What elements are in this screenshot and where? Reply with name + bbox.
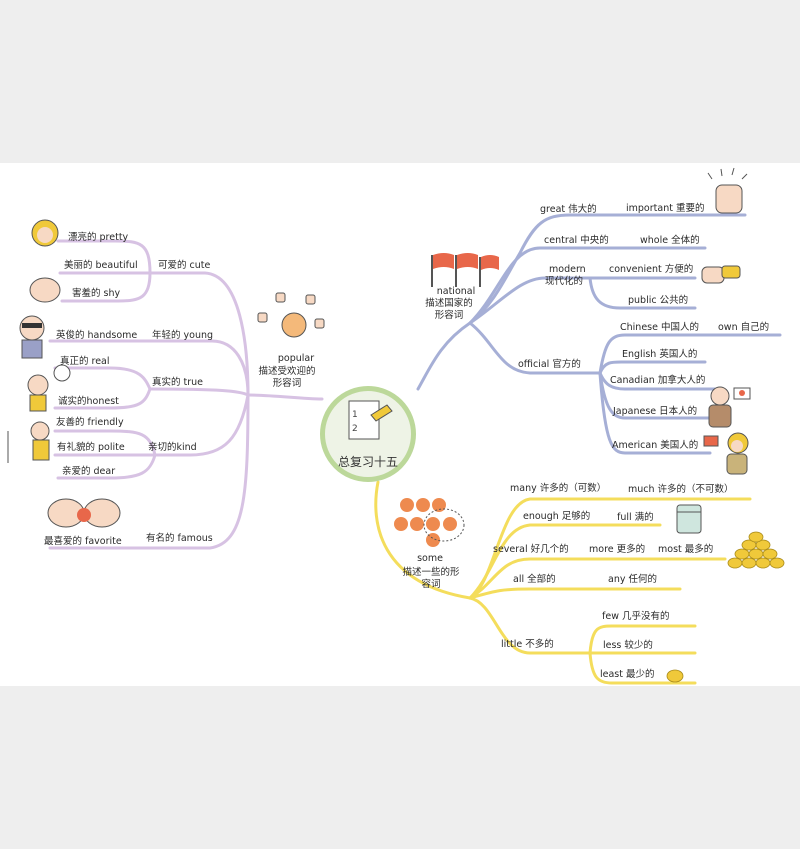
- word-honest: 诚实的honest: [58, 396, 119, 407]
- word-more: more 更多的: [589, 544, 646, 555]
- oranges-icon: [394, 498, 465, 547]
- fist-icon: [707, 167, 748, 214]
- some-sub: 描述一些的形容词: [402, 567, 460, 590]
- word-friendly: 友善的 friendly: [56, 417, 124, 428]
- word-canadian: Canadian 加拿大人的: [610, 375, 706, 386]
- word-japanese: Japanese 日本人的: [613, 406, 698, 417]
- word-all: all 全部的: [513, 574, 556, 585]
- national-label: national: [436, 286, 476, 297]
- word-much: much 许多的（不可数）: [628, 484, 734, 495]
- some-label: some: [417, 553, 443, 564]
- mind-map-panel: 1 2 总复习十五 popular 描述受欢迎的形容词 national 描述国…: [0, 163, 800, 686]
- word-young: 年轻的 young: [152, 330, 214, 341]
- checklist-icon: 1 2: [348, 400, 393, 440]
- word-most: most 最多的: [658, 544, 714, 555]
- word-chinese: Chinese 中国人的: [620, 322, 699, 333]
- honest-boy-icon: [27, 364, 71, 412]
- word-kind: 亲切的kind: [148, 442, 197, 453]
- word-handsome: 英俊的 handsome: [56, 330, 138, 341]
- polite-man-icon: [7, 421, 50, 463]
- national-sub: 描述国家的形容词: [425, 298, 473, 321]
- word-pretty: 漂亮的 pretty: [68, 232, 129, 243]
- svg-text:1: 1: [352, 410, 358, 420]
- coin-small-icon: [666, 669, 684, 683]
- clapping-hands-icon: [257, 292, 325, 338]
- word-dear: 亲爱的 dear: [62, 466, 116, 477]
- word-favorite: 最喜爱的 favorite: [44, 536, 122, 547]
- popular-label: popular: [277, 353, 315, 364]
- word-modern: modern: [549, 264, 586, 275]
- center-title: 总复习十五: [337, 455, 398, 469]
- yellow-trunk: [374, 480, 472, 600]
- word-great: great 伟大的: [540, 204, 597, 215]
- branch-lines: [7, 167, 785, 685]
- japanese-man-icon: [708, 386, 751, 428]
- word-cute: 可爱的 cute: [158, 260, 211, 271]
- word-many: many 许多的（可数）: [510, 483, 607, 494]
- center-node: 1 2 总复习十五: [320, 386, 416, 482]
- pretty-girl-icon: [31, 219, 59, 247]
- handsome-man-icon: [19, 315, 45, 359]
- word-real: 真正的 real: [60, 356, 110, 367]
- american-woman-icon: [703, 432, 749, 475]
- popular-sub: 描述受欢迎的形容词: [258, 366, 316, 389]
- word-full: full 满的: [617, 512, 654, 523]
- word-few: few 几乎没有的: [602, 611, 670, 622]
- word-less: less 较少的: [603, 640, 653, 651]
- word-several: several 好几个的: [493, 544, 569, 555]
- word-english: English 英国人的: [622, 349, 698, 360]
- word-little: little 不多的: [501, 639, 554, 650]
- word-official: official 官方的: [518, 359, 581, 370]
- coins-icon: [727, 531, 785, 569]
- word-american: American 美国人的: [612, 440, 699, 451]
- word-modern-cn: 现代化的: [545, 276, 584, 287]
- word-important: important 重要的: [626, 203, 705, 214]
- word-any: any 任何的: [608, 574, 657, 585]
- word-shy: 害羞的 shy: [72, 288, 121, 299]
- jar-icon: [676, 504, 702, 534]
- word-polite: 有礼貌的 polite: [57, 442, 125, 453]
- handshake-icon: [701, 265, 741, 284]
- purple-cute-branch: [148, 271, 250, 397]
- word-central: central 中央的: [544, 235, 609, 246]
- purple-trunk: [246, 393, 324, 401]
- shy-face-icon: [29, 277, 61, 303]
- word-beautiful: 美丽的 beautiful: [64, 260, 138, 271]
- word-whole: whole 全体的: [640, 235, 700, 246]
- word-own: own 自己的: [718, 322, 770, 333]
- blue-trunk: [416, 321, 472, 391]
- word-public: public 公共的: [628, 295, 689, 306]
- word-enough: enough 足够的: [523, 511, 591, 522]
- word-famous: 有名的 famous: [146, 533, 213, 544]
- word-least: least 最少的: [600, 669, 655, 680]
- word-convenient: convenient 方便的: [609, 264, 694, 275]
- flags-icon: [431, 253, 499, 287]
- hug-icon: [47, 498, 121, 528]
- word-true: 真实的 true: [152, 377, 204, 388]
- svg-text:2: 2: [352, 424, 358, 434]
